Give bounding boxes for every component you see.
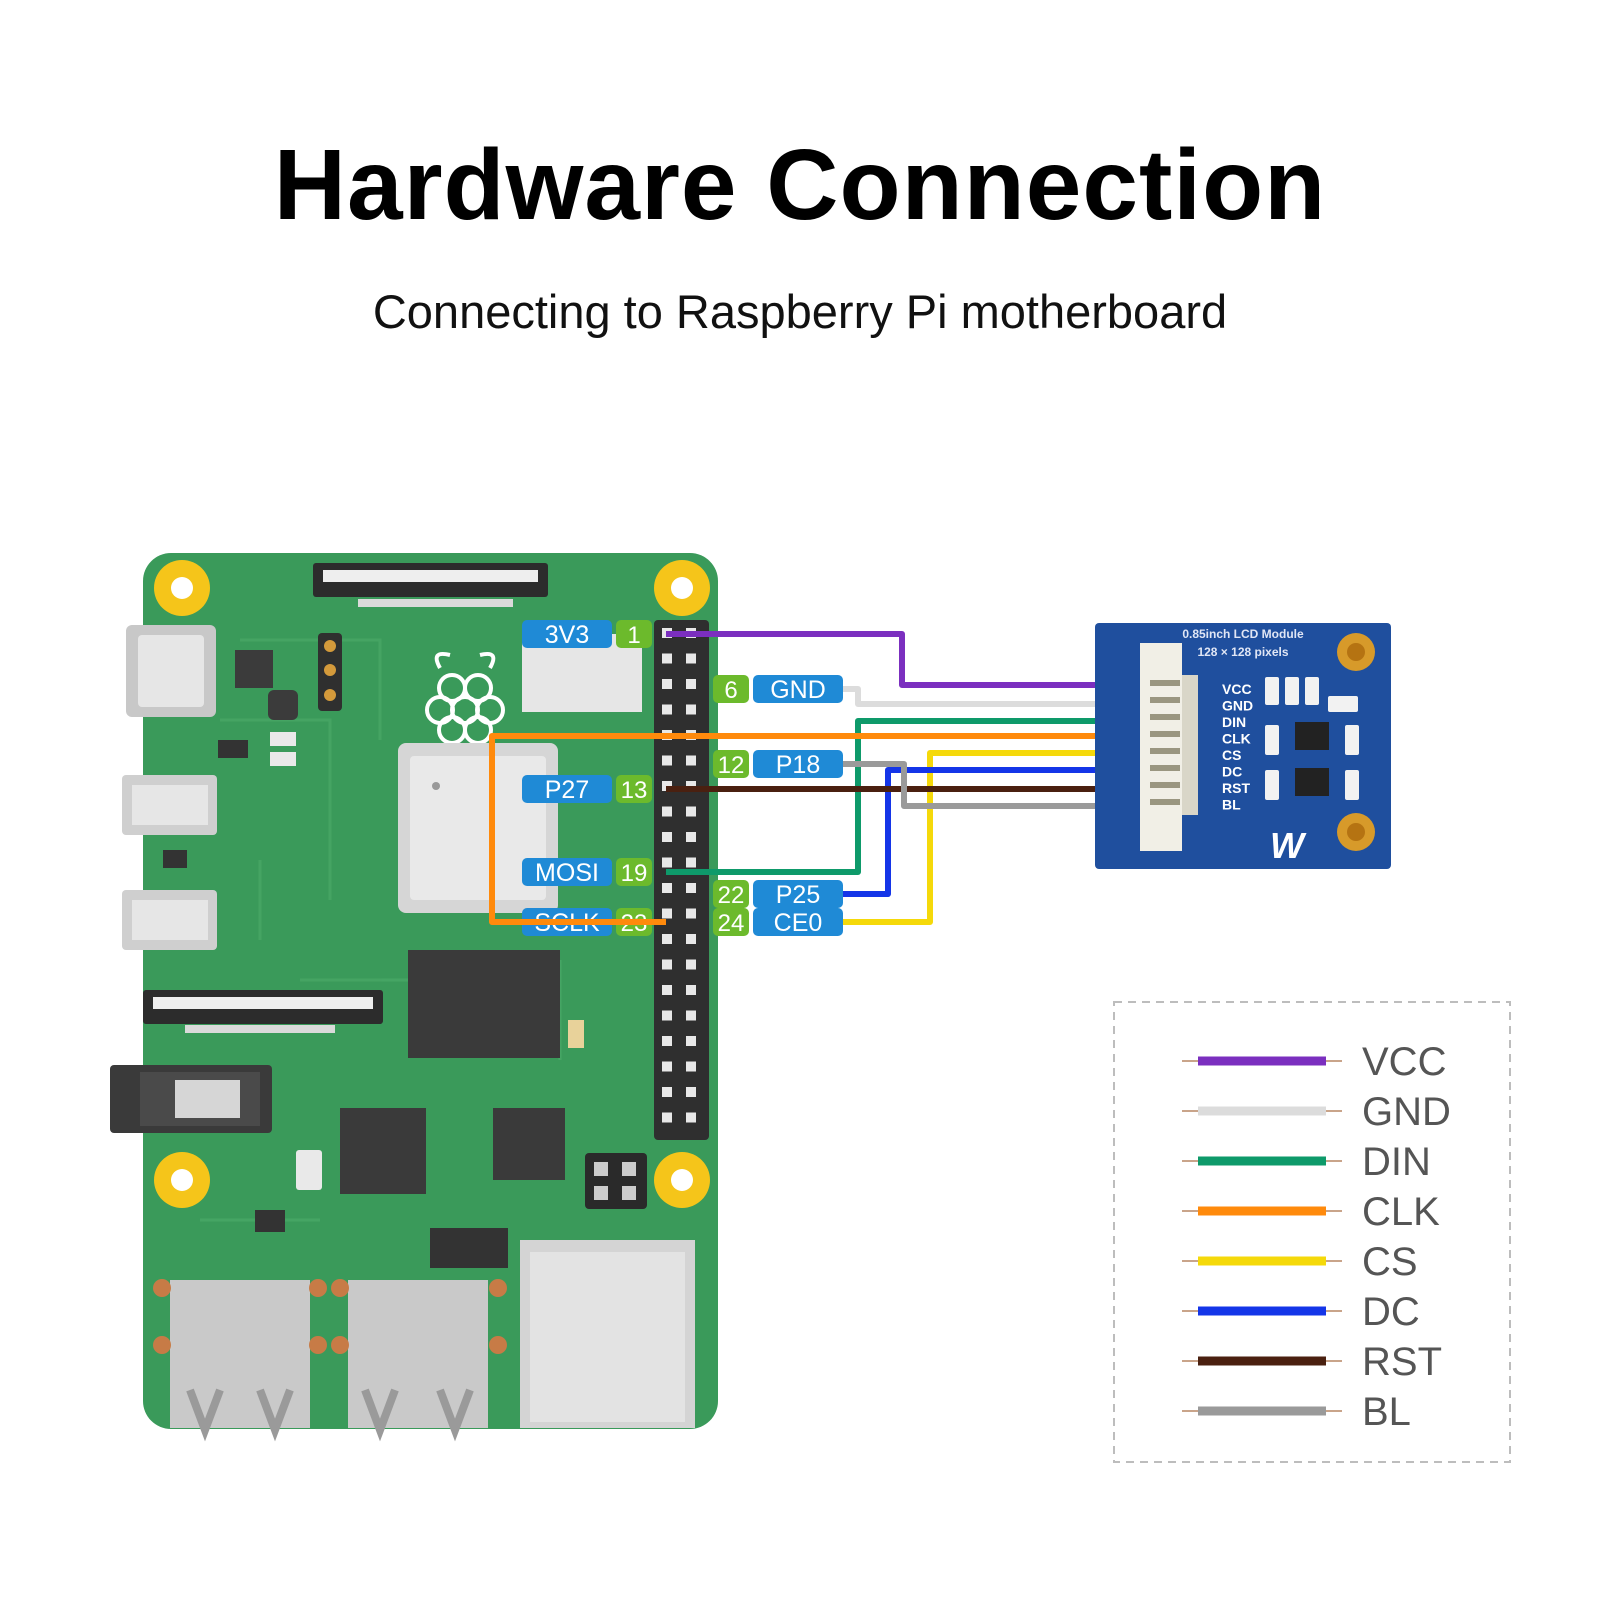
legend-label: CS xyxy=(1362,1240,1418,1284)
gpio-pin xyxy=(662,959,672,970)
pin-label-p18: 12 P18 xyxy=(713,750,843,779)
pin-name: P25 xyxy=(776,881,820,909)
wire-dc xyxy=(843,767,1135,897)
gpio-pin xyxy=(686,883,696,893)
gpio-pin xyxy=(662,985,672,995)
legend-label: BL xyxy=(1362,1390,1411,1434)
gpio-pin xyxy=(686,1036,696,1046)
lcd-module: 0.85inch LCD Module 128 × 128 pixels VCC… xyxy=(1095,623,1391,869)
module-pin-label: VCC xyxy=(1222,681,1252,697)
pin-name: MOSI xyxy=(535,859,599,887)
gpio-pin xyxy=(686,1061,696,1072)
gpio-pin xyxy=(662,704,672,715)
legend-label: DC xyxy=(1362,1290,1420,1334)
gpio-pin xyxy=(662,934,672,944)
pin-number: 19 xyxy=(621,860,648,887)
gpio-pin xyxy=(686,653,696,664)
module-resolution: 128 × 128 pixels xyxy=(1197,645,1288,659)
fpc-pin xyxy=(1150,680,1180,686)
gpio-pin xyxy=(686,755,696,766)
module-pin-label: CLK xyxy=(1222,731,1251,747)
pin-number: 13 xyxy=(621,777,648,804)
pin-name: P27 xyxy=(545,776,589,804)
pin-name: P18 xyxy=(776,751,820,779)
gpio-header xyxy=(654,620,709,1140)
mounting-hole xyxy=(154,560,710,1208)
legend-label: GND xyxy=(1362,1090,1451,1134)
page-subtitle: Connecting to Raspberry Pi motherboard xyxy=(372,285,1228,338)
gpio-pin xyxy=(662,857,672,868)
module-pin-label: CS xyxy=(1222,747,1241,763)
module-pin-label: RST xyxy=(1222,780,1250,796)
gpio-pin xyxy=(662,806,672,817)
fpc-pin xyxy=(1150,697,1180,703)
wire-cs xyxy=(843,750,1135,925)
raspberry-pi-board xyxy=(110,553,718,1442)
gpio-pin xyxy=(662,653,672,664)
pin-number: 22 xyxy=(718,882,745,909)
page-title: Hardware Connection xyxy=(273,129,1327,241)
gpio-pin xyxy=(686,985,696,995)
legend: VCC GND DIN CLK CS DC RST BL xyxy=(1113,1001,1511,1463)
pin-number: 6 xyxy=(724,677,737,704)
pin-number: 12 xyxy=(718,752,745,779)
legend-label: CLK xyxy=(1362,1190,1440,1234)
gpio-pin xyxy=(686,857,696,868)
gpio-pin xyxy=(686,908,696,919)
module-pin-label: DC xyxy=(1222,764,1242,780)
fpc-pin xyxy=(1150,765,1180,771)
gpio-pin xyxy=(686,806,696,817)
pin-name: GND xyxy=(770,676,826,704)
gpio-pin xyxy=(662,1112,672,1123)
wire-clk xyxy=(489,733,1135,925)
gpio-pin xyxy=(686,959,696,970)
pin-label-mosi: MOSI 19 xyxy=(522,858,652,887)
gpio-pin xyxy=(662,1010,672,1021)
wire-gnd xyxy=(843,686,1135,707)
pin-number: 1 xyxy=(627,622,640,649)
pin-number: 24 xyxy=(718,910,745,937)
legend-label: RST xyxy=(1362,1340,1442,1384)
pin-name: 3V3 xyxy=(545,621,589,649)
gpio-pin xyxy=(686,704,696,715)
gpio-pin xyxy=(662,883,672,893)
gpio-pin xyxy=(686,1112,696,1123)
pin-label-p27: P27 13 xyxy=(522,775,652,804)
gpio-pin xyxy=(686,1087,696,1097)
pin-label-3v3: 3V3 1 xyxy=(522,620,652,649)
gpio-pin xyxy=(662,908,672,919)
svg-text:W: W xyxy=(1270,825,1307,866)
module-pin-label: GND xyxy=(1222,698,1253,714)
gpio-pin xyxy=(686,679,696,689)
gpio-pin xyxy=(662,1087,672,1097)
wire-din xyxy=(666,718,1135,875)
pin-label-p25: 22 P25 xyxy=(713,880,843,909)
gpio-pin xyxy=(662,832,672,842)
gpio-pin xyxy=(686,934,696,944)
gpio-pin xyxy=(662,1036,672,1046)
gpio-pin xyxy=(662,755,672,766)
fpc-pin xyxy=(1150,731,1180,737)
module-name: 0.85inch LCD Module xyxy=(1182,627,1304,641)
fpc-pin xyxy=(1150,748,1180,754)
fpc-pin xyxy=(1150,782,1180,788)
module-pin-label: BL xyxy=(1222,797,1241,813)
module-pin-label: DIN xyxy=(1222,714,1246,730)
gpio-pin xyxy=(686,832,696,842)
pin-label-gnd: 6 GND xyxy=(713,675,843,704)
pin-label-ce0: 24 CE0 xyxy=(713,908,843,937)
fpc-pin xyxy=(1150,714,1180,720)
fpc-pin xyxy=(1150,799,1180,805)
gpio-pin xyxy=(662,679,672,689)
legend-label: VCC xyxy=(1362,1040,1446,1084)
gpio-pin xyxy=(662,1061,672,1072)
gpio-pin xyxy=(686,1010,696,1021)
wire-vcc xyxy=(666,631,1135,688)
raspberry-pi-logo xyxy=(425,651,505,745)
legend-label: DIN xyxy=(1362,1140,1431,1184)
pin-name: CE0 xyxy=(774,909,823,937)
wire-bl xyxy=(843,761,1135,809)
